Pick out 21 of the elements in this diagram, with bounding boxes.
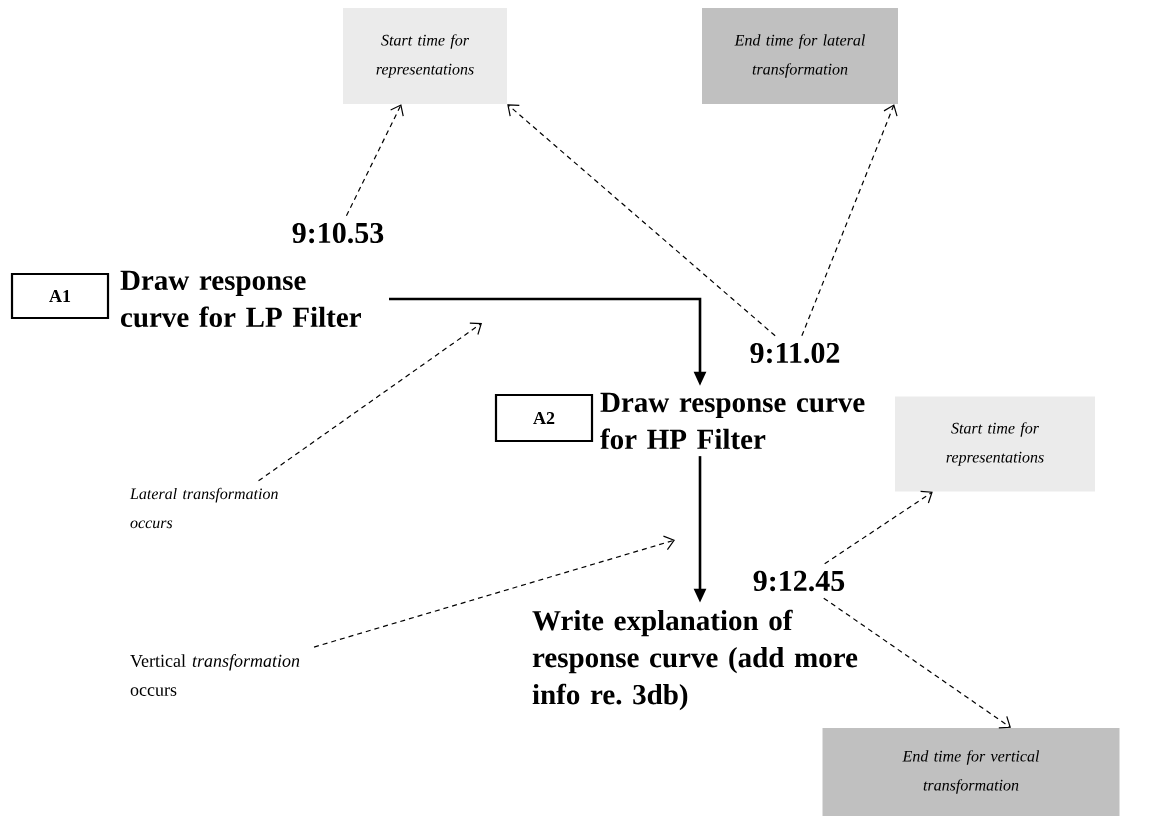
annotation-text: Vertical transformation occurs <box>130 654 300 696</box>
leader-arrow <box>257 322 482 482</box>
note-box: End time for vertical transformation <box>822 728 1120 816</box>
activity-text: Write explanation of response curve (add more info re. 3db) <box>532 609 858 711</box>
time-label: 9:11.02 <box>750 342 840 364</box>
arrow <box>345 104 404 217</box>
time-label: 9:10.53 <box>292 222 384 244</box>
arrow <box>801 104 898 337</box>
arrow <box>507 104 776 337</box>
activity-tag: A1 <box>10 272 110 320</box>
leader-arrow <box>313 535 675 648</box>
activity-text: Draw response curve for LP Filter <box>120 270 361 328</box>
note-box: Start time for representations <box>343 8 507 104</box>
note-box: End time for lateral transformation <box>702 8 898 104</box>
note-box: Start time for representations <box>895 396 1095 492</box>
time-label: 9:12.45 <box>753 570 845 592</box>
activity-text: Draw response curve for HP Filter <box>600 392 865 450</box>
arrow <box>824 490 933 565</box>
activity-tag: A2 <box>494 393 594 443</box>
arrow <box>823 597 1011 729</box>
annotation-text: Lateral transformation occurs <box>129 487 278 529</box>
